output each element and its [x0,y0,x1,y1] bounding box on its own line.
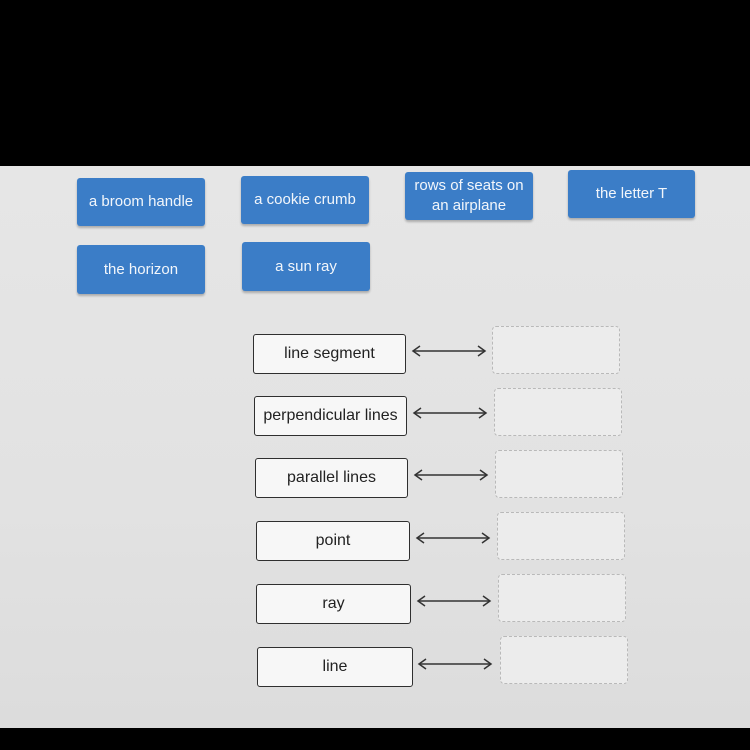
drop-zone-line-segment[interactable] [492,326,620,374]
drop-zone-line[interactable] [500,636,628,684]
drop-zone-point[interactable] [497,512,625,560]
term-ray: ray [256,584,411,624]
drop-zone-ray[interactable] [498,574,626,622]
double-arrow-icon [416,595,492,607]
answer-tile-rows-of-seats[interactable]: rows of seats on an airplane [405,172,533,220]
term-perpendicular-lines: perpendicular lines [254,396,407,436]
answer-tile-broom-handle[interactable]: a broom handle [77,178,205,226]
double-arrow-icon [415,532,491,544]
answer-tile-letter-t[interactable]: the letter T [568,170,695,218]
term-point: point [256,521,410,561]
double-arrow-icon [412,407,488,419]
term-line: line [257,647,413,687]
activity-screen: a broom handle a cookie crumb rows of se… [0,166,750,728]
term-parallel-lines: parallel lines [255,458,408,498]
double-arrow-icon [417,658,493,670]
term-line-segment: line segment [253,334,406,374]
double-arrow-icon [413,469,489,481]
answer-tile-cookie-crumb[interactable]: a cookie crumb [241,176,369,224]
drop-zone-parallel-lines[interactable] [495,450,623,498]
answer-tile-horizon[interactable]: the horizon [77,245,205,294]
answer-tile-sun-ray[interactable]: a sun ray [242,242,370,291]
double-arrow-icon [411,345,487,357]
drop-zone-perpendicular-lines[interactable] [494,388,622,436]
